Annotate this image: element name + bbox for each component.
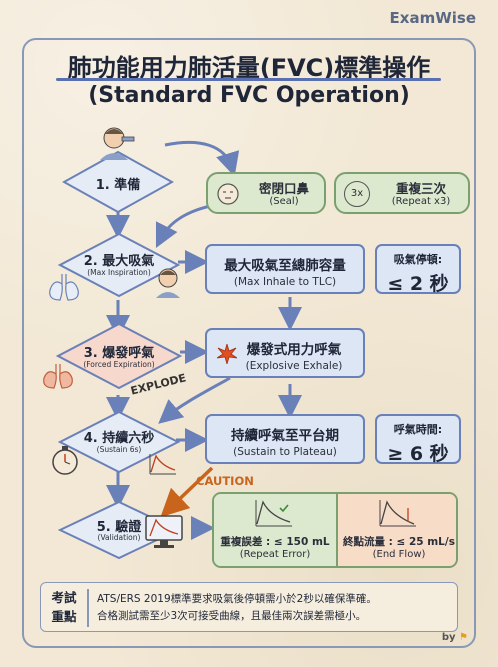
step-4-label: 4. 持續六秒 — [83, 431, 155, 446]
person-icon — [100, 127, 135, 160]
title-chinese: 肺功能用力肺活量(FVC)標準操作 — [67, 54, 431, 82]
lungs-icon — [43, 364, 73, 389]
step-2-label: 2. 最大吸氣 — [83, 254, 155, 269]
stopwatch-icon — [52, 446, 78, 475]
brand-logo: ExamWise — [389, 9, 476, 27]
step-4-diamond: 4. 持續六秒 (Sustain 6s) — [58, 410, 180, 474]
caution-tag: CAUTION — [196, 474, 254, 488]
step-3-label: 3. 爆發呼氣 — [83, 346, 155, 361]
explosion-icon — [217, 344, 237, 364]
curve-icon — [379, 500, 416, 527]
repeat-sublabel: (Repeat x3) — [391, 196, 451, 207]
box-max-inhale-label: 最大吸氣至總肺容量 — [224, 258, 346, 274]
metric-inhale-pause-value: ≤ 2 秒 — [387, 273, 449, 295]
seal-label: 密閉口鼻 — [258, 181, 309, 196]
box-sustain-plateau: 持續呼氣至平台期 (Sustain to Plateau) — [205, 414, 365, 464]
face-icon — [217, 183, 239, 205]
person-icon — [156, 268, 180, 298]
exam-note-text: ATS/ERS 2019標準要求吸氣後停頓需小於2秒以確保準確。 合格測試需至少… — [97, 591, 453, 625]
curve-icon — [149, 454, 176, 475]
step-2-diamond: 2. 最大吸氣 (Max Inspiration) — [58, 232, 180, 298]
flag-icon: ⚑ — [459, 632, 468, 643]
step-5-sublabel: (Validation) — [97, 533, 141, 542]
validation-box: 重複誤差 : ≤ 150 mL (Repeat Error) 終點流量 : ≤ … — [212, 492, 458, 568]
repeat-icon: 3x — [344, 181, 370, 207]
credit-text: by — [441, 632, 456, 643]
exam-note-divider — [87, 589, 89, 627]
metric-inhale-pause: 吸氣停頓: ≤ 2 秒 — [375, 244, 461, 295]
box-explosive-exhale: 爆發式用力呼氣 (Explosive Exhale) — [205, 328, 365, 378]
seal-box: 密閉口鼻 (Seal) — [206, 172, 326, 214]
repeat-error-panel: 重複誤差 : ≤ 150 mL (Repeat Error) — [214, 494, 336, 566]
exam-note-heading: 考試重點 — [51, 590, 77, 624]
box-max-inhale: 最大吸氣至總肺容量 (Max Inhale to TLC) — [205, 244, 365, 294]
curve-icon — [255, 500, 292, 527]
end-flow-label: 終點流量 : ≤ 25 mL/s — [343, 536, 455, 548]
step-3-sublabel: (Forced Expiration) — [83, 360, 155, 369]
end-flow-panel: 終點流量 : ≤ 25 mL/s (End Flow) — [336, 494, 456, 566]
step-3-diamond: 3. 爆發呼氣 (Forced Expiration) — [56, 322, 182, 390]
repeat-error-sublabel: (Repeat Error) — [239, 549, 311, 560]
step-2-sublabel: (Max Inspiration) — [87, 268, 151, 277]
monitor-icon — [145, 515, 183, 548]
metric-exhale-time: 呼氣時間: ≥ 6 秒 — [375, 414, 461, 465]
box-explosive-exhale-label: 爆發式用力呼氣 — [246, 342, 342, 358]
title-english: (Standard FVC Operation) — [88, 83, 410, 108]
repeat-box: 3x 重複三次 (Repeat x3) — [334, 172, 470, 214]
exam-note-line-2: 合格測試需至少3次可接受曲線，且最佳兩次誤差需極小。 — [97, 610, 367, 622]
exam-note-line-1: ATS/ERS 2019標準要求吸氣後停頓需小於2秒以確保準確。 — [97, 593, 377, 605]
metric-exhale-time-label: 呼氣時間: — [393, 423, 443, 436]
exam-note-box: 考試重點 ATS/ERS 2019標準要求吸氣後停頓需小於2秒以確保準確。 合格… — [40, 582, 458, 632]
seal-sublabel: (Seal) — [269, 196, 299, 207]
metric-exhale-time-value: ≥ 6 秒 — [387, 443, 449, 465]
step-1-diamond: 1. 準備 — [62, 150, 174, 214]
box-explosive-exhale-sublabel: (Explosive Exhale) — [245, 360, 343, 372]
box-sustain-plateau-label: 持續呼氣至平台期 — [231, 428, 339, 444]
step-1-label: 1. 準備 — [95, 178, 141, 193]
end-flow-sublabel: (End Flow) — [372, 549, 426, 560]
repeat-error-label: 重複誤差 : ≤ 150 mL — [220, 536, 330, 548]
box-max-inhale-sublabel: (Max Inhale to TLC) — [233, 276, 337, 288]
box-sustain-plateau-sublabel: (Sustain to Plateau) — [233, 446, 337, 458]
step-4-sublabel: (Sustain 6s) — [96, 445, 142, 454]
credit: by ⚑ — [442, 632, 468, 643]
step-5-label: 5. 驗證 — [96, 520, 142, 535]
lungs-icon — [49, 274, 79, 301]
metric-inhale-pause-label: 吸氣停頓: — [393, 253, 443, 266]
title-underline — [56, 78, 441, 81]
repeat-label: 重複三次 — [395, 181, 446, 196]
outer-frame — [22, 38, 476, 648]
